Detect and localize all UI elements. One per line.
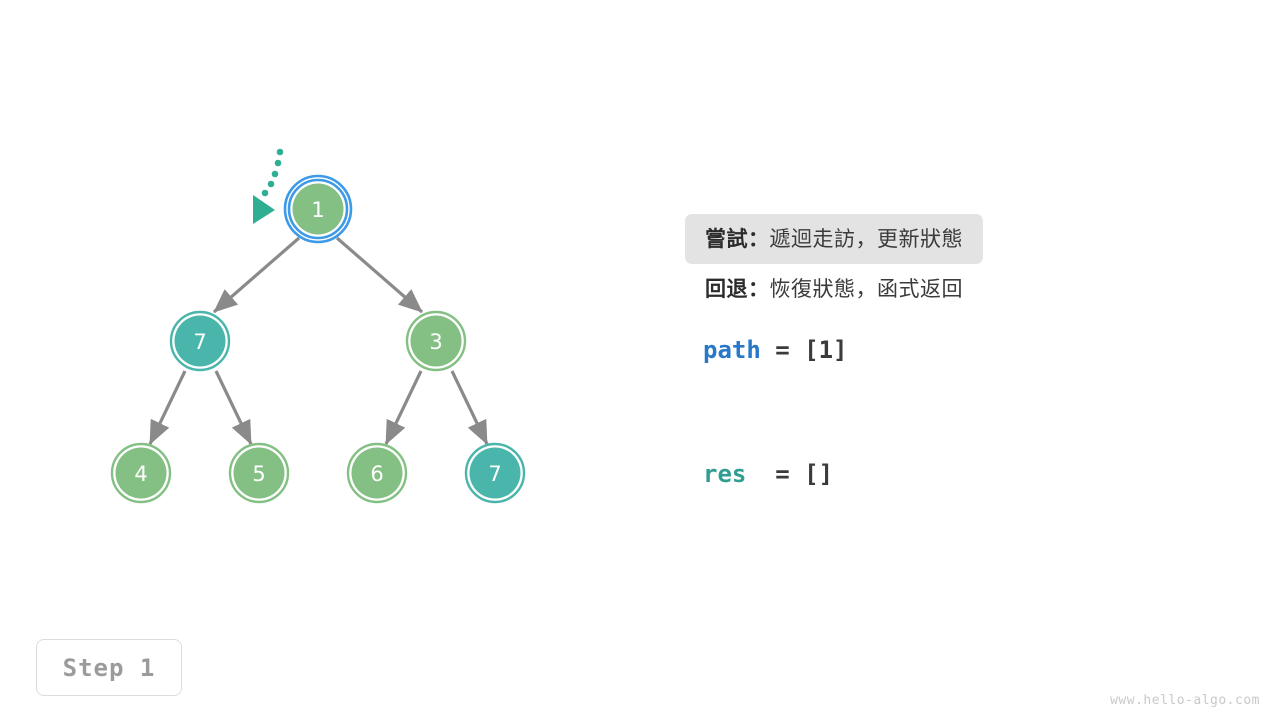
path-variable-name: path — [703, 336, 761, 364]
backtrack-line: 回退：恢復狀態，函式返回 — [685, 264, 1205, 314]
pointer-dot — [267, 180, 275, 188]
pointer-dot — [261, 189, 269, 197]
node-fill-circle — [174, 315, 226, 367]
res-equals-sign: = — [746, 460, 805, 488]
tree-node-6[interactable]: 6 — [346, 442, 408, 504]
node-fill-circle — [292, 183, 344, 235]
path-variable-value: [1] — [804, 336, 848, 364]
pointer-dot — [276, 148, 284, 156]
node-outer-circle — [464, 442, 526, 504]
node-outer-circle — [110, 442, 172, 504]
node-value-label: 4 — [134, 462, 147, 486]
node-value-label: 6 — [370, 462, 383, 486]
site-watermark: www.hello-algo.com — [1110, 693, 1260, 708]
try-line: 嘗試：遞迴走訪，更新狀態 — [685, 214, 983, 264]
node-fill-circle — [469, 447, 521, 499]
edge-n1-n7a — [212, 236, 301, 314]
node-fill-circle — [233, 447, 285, 499]
node-outer-circle — [228, 442, 290, 504]
binary-tree-diagram: 1 7 3 4 5 6 7 — [110, 148, 526, 504]
node-value-label: 5 — [252, 462, 265, 486]
try-line-label: 嘗試： — [705, 227, 770, 251]
step-badge: Step 1 — [36, 639, 182, 696]
tree-node-7-left[interactable]: 7 — [169, 310, 231, 372]
backtrack-line-label: 回退： — [705, 277, 770, 301]
pointer-dot — [274, 159, 282, 167]
try-line-text: 遞迴走訪，更新狀態 — [769, 227, 963, 251]
info-panel: 嘗試：遞迴走訪，更新狀態 回退：恢復狀態，函式返回 path = [1] res… — [685, 214, 1205, 488]
node-highlight-ring — [283, 174, 353, 244]
path-equals-sign: = — [760, 336, 805, 364]
tree-node-7-right[interactable]: 7 — [464, 442, 526, 504]
node-outer-circle — [287, 178, 349, 240]
edge-n3-n6 — [384, 370, 423, 445]
node-value-label: 7 — [488, 462, 501, 486]
node-outer-circle — [405, 310, 467, 372]
node-value-label: 7 — [193, 330, 206, 354]
step-label: Step 1 — [62, 653, 156, 682]
res-variable-row: res = [] — [685, 460, 1205, 488]
node-value-label: 3 — [429, 330, 442, 354]
tree-node-1[interactable]: 1 — [283, 174, 353, 244]
backtrack-line-text: 恢復狀態，函式返回 — [769, 277, 963, 301]
node-value-label: 1 — [311, 198, 324, 222]
tree-node-5[interactable]: 5 — [228, 442, 290, 504]
tree-node-3[interactable]: 3 — [405, 310, 467, 372]
node-fill-circle — [351, 447, 403, 499]
edge-n7a-n5 — [214, 370, 253, 445]
tree-edges — [148, 236, 489, 445]
res-variable-name: res — [703, 460, 747, 488]
current-node-pointer — [253, 148, 284, 224]
node-outer-circle — [169, 310, 231, 372]
path-variable-row: path = [1] — [685, 336, 1205, 364]
edge-n1-n3 — [335, 236, 424, 314]
res-variable-value: [] — [804, 460, 834, 488]
edge-n3-n7b — [450, 370, 489, 445]
tree-node-4[interactable]: 4 — [110, 442, 172, 504]
node-fill-circle — [115, 447, 167, 499]
edge-n7a-n4 — [148, 370, 187, 445]
pointer-arrow-icon — [253, 195, 275, 224]
node-outer-circle — [346, 442, 408, 504]
pointer-dot — [271, 170, 279, 178]
node-fill-circle — [410, 315, 462, 367]
